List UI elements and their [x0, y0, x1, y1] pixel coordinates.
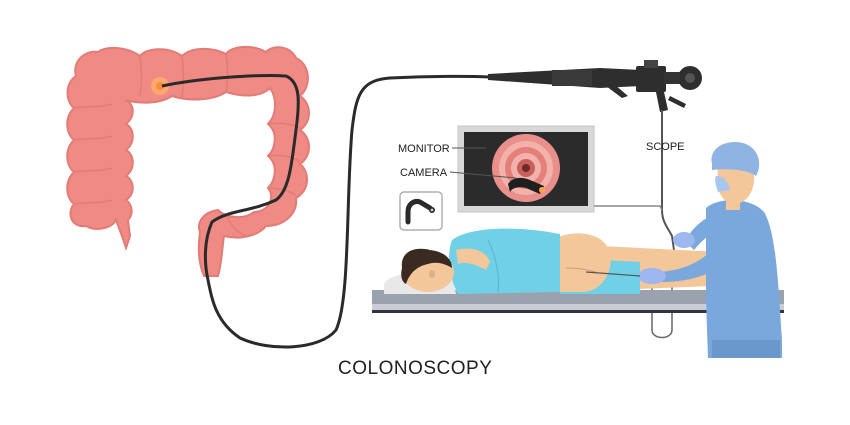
doctor-icon	[585, 142, 782, 358]
scope-tube	[161, 73, 491, 349]
glove-upper	[673, 232, 695, 248]
colon-icon	[66, 46, 310, 277]
glove-lower	[638, 268, 666, 284]
monitor-label: MONITOR	[398, 143, 450, 155]
colon-body	[66, 46, 310, 277]
scope-label: SCOPE	[646, 141, 685, 153]
monitor-icon	[457, 125, 663, 213]
diagram-title: COLONOSCOPY	[338, 358, 492, 379]
scope-handle-icon	[488, 60, 702, 112]
camera-pointer	[449, 171, 517, 179]
camera-label: CAMERA	[400, 167, 448, 179]
camera-inset-icon	[399, 191, 443, 231]
scope-insertion-tube	[661, 110, 675, 251]
